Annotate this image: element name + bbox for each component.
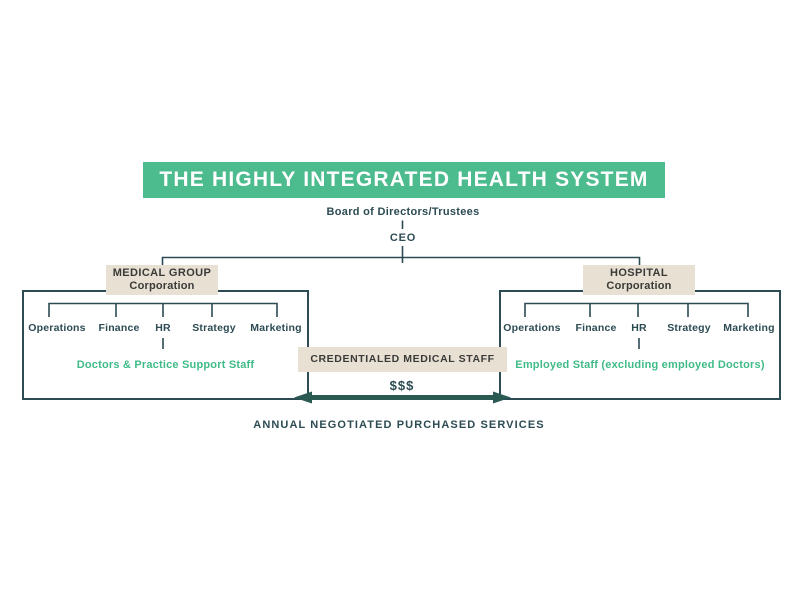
hospital-dept-operations: Operations [503, 322, 561, 334]
medical-dept-operations: Operations [28, 322, 86, 334]
hospital-frame [499, 290, 781, 400]
credentialed-medical-staff-box: CREDENTIALED MEDICAL STAFF [298, 347, 507, 372]
page-title: THE HIGHLY INTEGRATED HEALTH SYSTEM [159, 168, 649, 191]
hospital-box: HOSPITAL Corporation [583, 265, 695, 295]
medical-group-name: MEDICAL GROUP [112, 267, 212, 279]
hospital-dept-marketing: Marketing [723, 322, 775, 334]
hospital-dept-strategy: Strategy [667, 322, 711, 334]
ceo-label: CEO [389, 232, 417, 244]
medical-group-subname: Corporation [129, 280, 195, 292]
medical-group-box: MEDICAL GROUP Corporation [106, 265, 218, 295]
corporation-branch-bar [161, 256, 641, 266]
hospital-department-tree [524, 302, 749, 317]
medical-group-frame [22, 290, 309, 400]
money-label: $$$ [389, 378, 415, 393]
medical-dept-finance: Finance [98, 322, 140, 334]
title-banner: THE HIGHLY INTEGRATED HEALTH SYSTEM [143, 162, 665, 198]
services-caption: ANNUAL NEGOTIATED PURCHASED SERVICES [253, 419, 545, 431]
medical-dept-strategy: Strategy [192, 322, 236, 334]
hospital-subname: Corporation [606, 280, 672, 292]
medical-group-department-tree [48, 302, 278, 317]
medical-dept-marketing: Marketing [250, 322, 302, 334]
hospital-staff-note: Employed Staff (excluding employed Docto… [515, 359, 765, 371]
medical-staff-note: Doctors & Practice Support Staff [76, 359, 255, 371]
hospital-dept-finance: Finance [575, 322, 617, 334]
money-flow-arrow [294, 391, 511, 404]
hospital-dept-hr: HR [631, 322, 647, 334]
hospital-name: HOSPITAL [610, 267, 668, 279]
board-label: Board of Directors/Trustees [326, 206, 480, 218]
medical-dept-hr: HR [155, 322, 171, 334]
